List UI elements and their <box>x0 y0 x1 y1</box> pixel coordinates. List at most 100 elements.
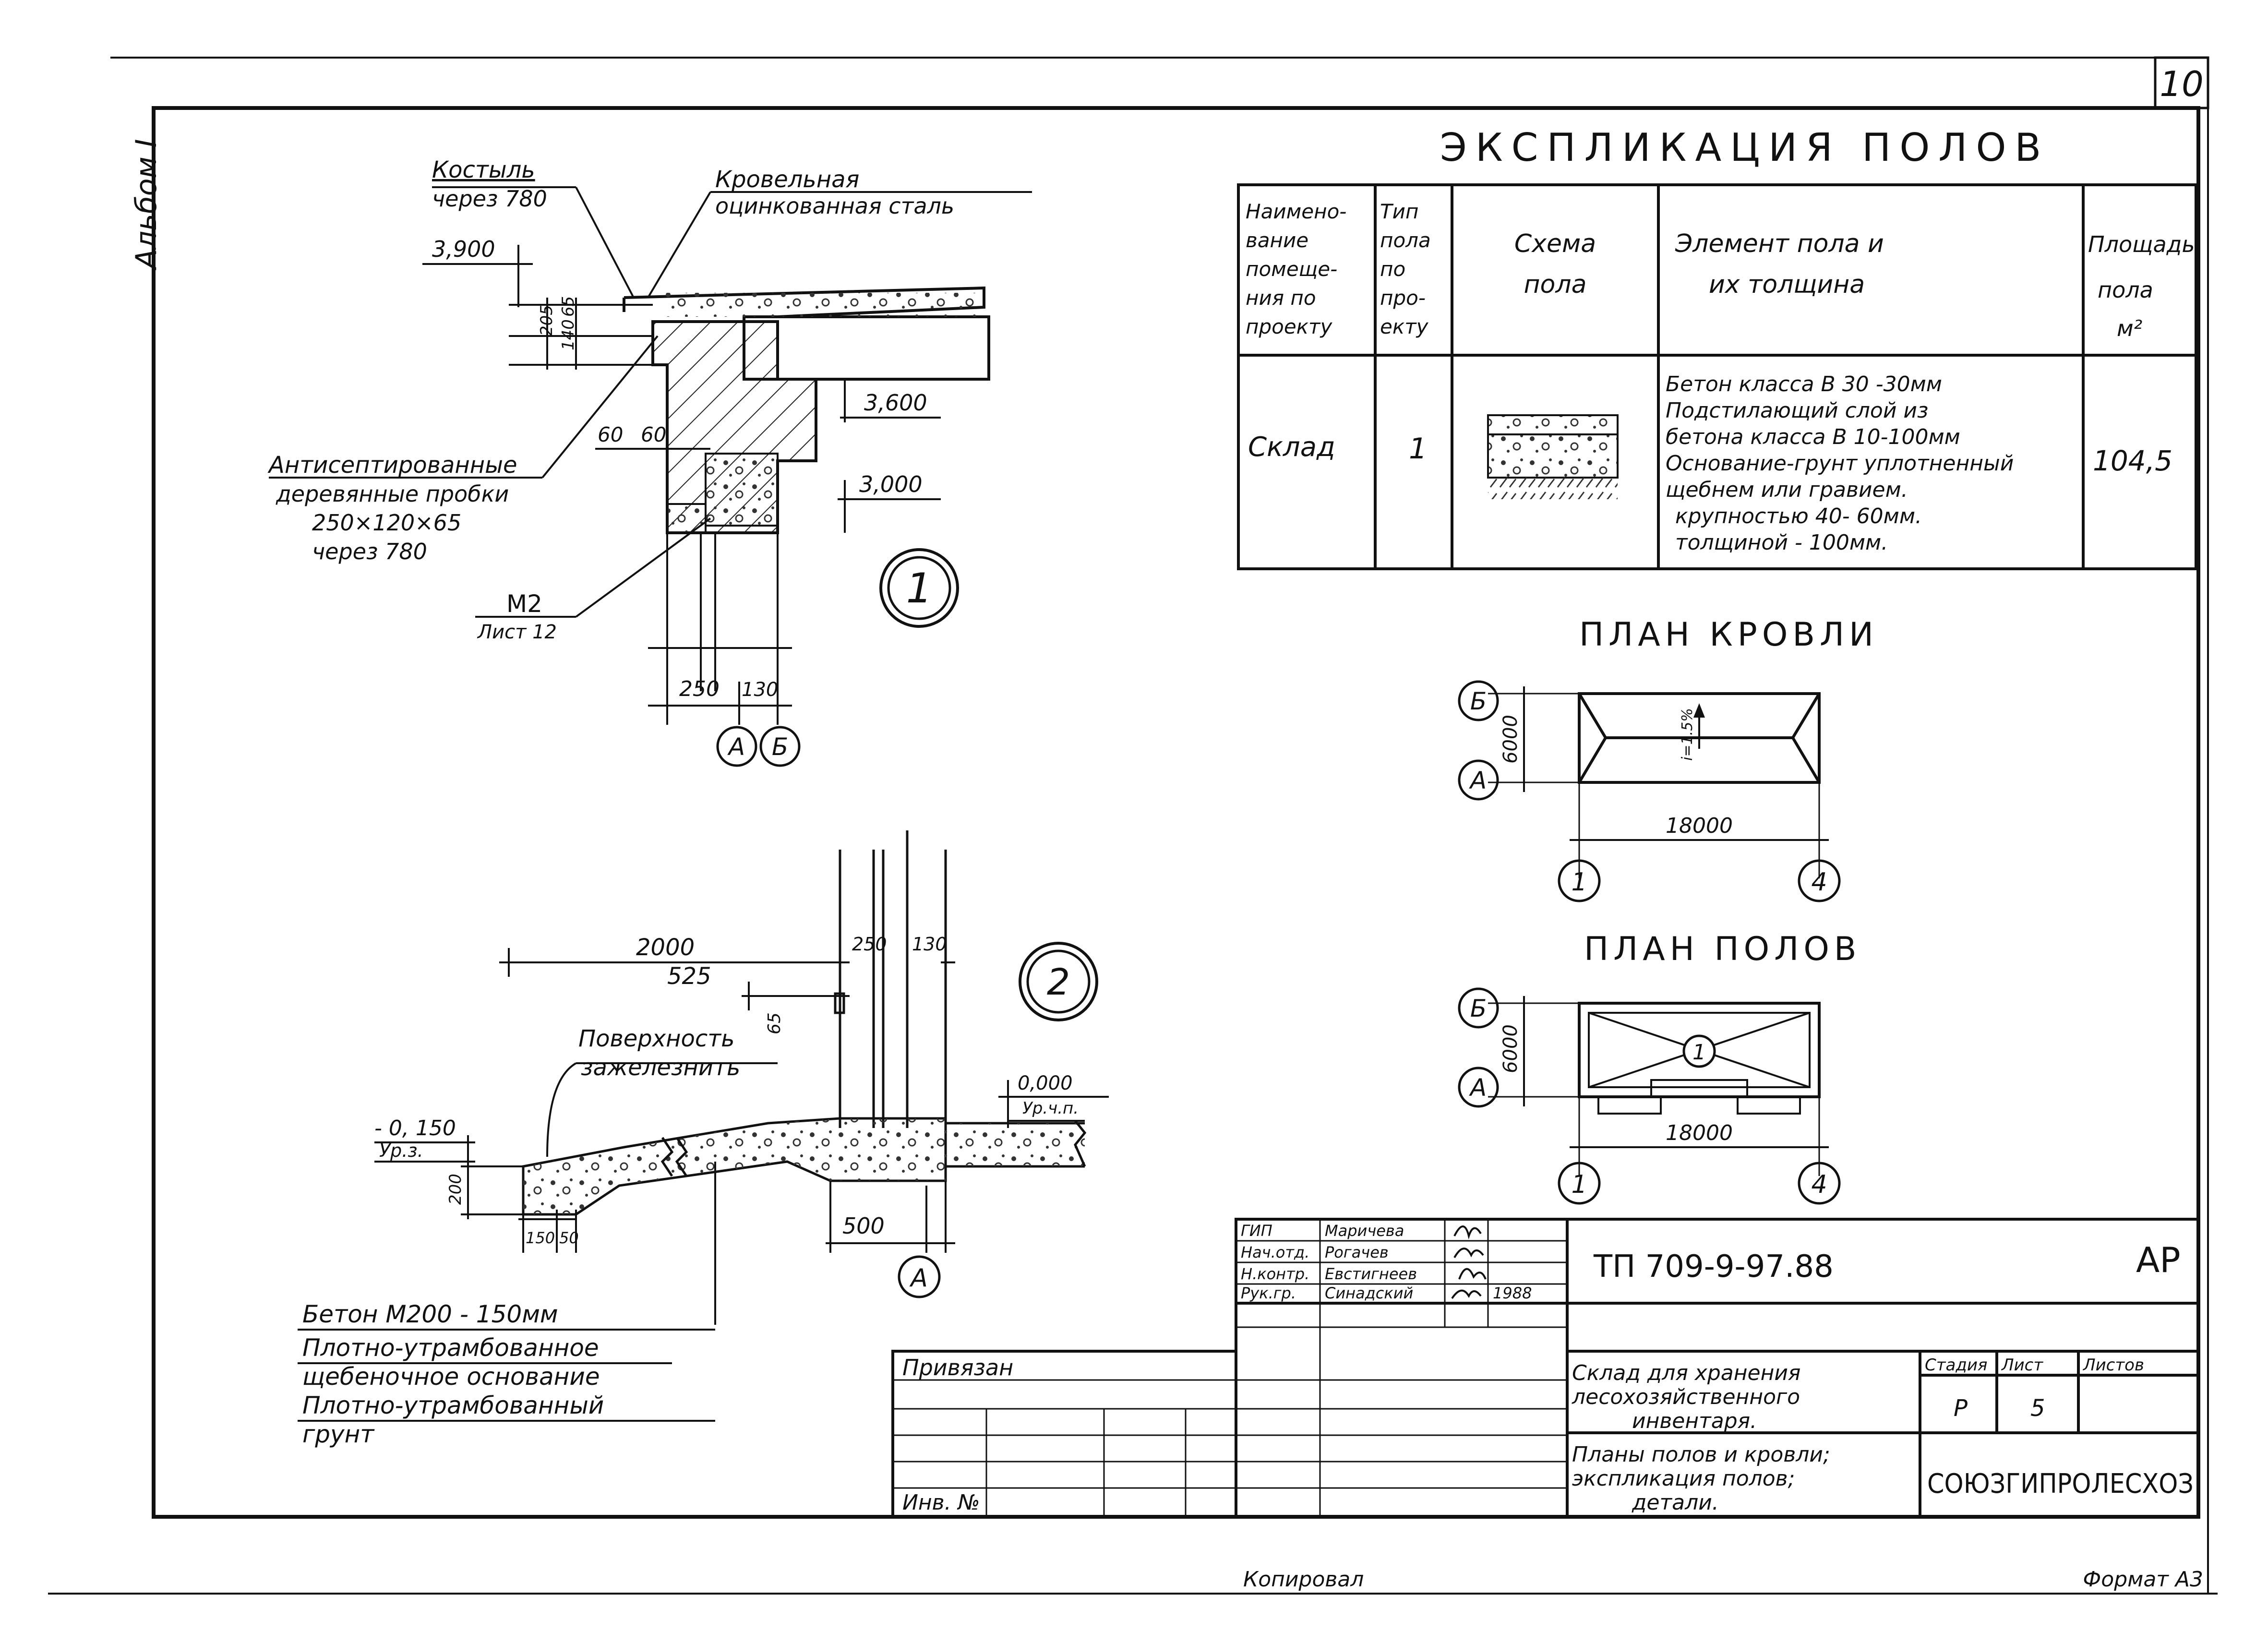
d2-dim-130: 130 <box>912 934 947 955</box>
element-line: щебнем или гравием. <box>1666 478 1908 502</box>
organization: СОЮЗГИПРОЛЕСХОЗ <box>1927 1468 2194 1500</box>
sheet-name: Планы полов и кровли; экспликация полов;… <box>1572 1442 1830 1515</box>
explication-grid <box>1237 183 2197 570</box>
header-room-line: помеще- <box>1246 257 1337 281</box>
d1-dim-65: 65 <box>559 296 578 317</box>
explication-section: ЭКСПЛИКАЦИЯ ПОЛОВ Наимено- вание помеще-… <box>1237 125 2197 570</box>
element-line: бетона класса В 10-100мм <box>1666 425 1960 449</box>
d2-dim-200: 200 <box>446 1174 465 1205</box>
d1-plugs-4: через 780 <box>312 539 427 564</box>
d2-dim-50: 50 <box>559 1229 579 1247</box>
d1-elev-3900: 3,900 <box>432 236 495 262</box>
element-line: крупностью 40- 60мм. <box>1675 504 1922 528</box>
role-label: Н.контр. <box>1241 1265 1309 1283</box>
role-label: ГИП <box>1241 1222 1272 1240</box>
floor-plan: ПЛАН ПОЛОВ 1 Б А 6000 18000 1 4 <box>1458 930 1861 1205</box>
d2-dim-250: 250 <box>852 934 887 955</box>
d1-dim-205: 205 <box>537 305 556 336</box>
floor-axis-b: Б <box>1470 995 1487 1022</box>
element-line: Основание-грунт уплотненный <box>1666 451 2014 476</box>
role-name: Маричева <box>1325 1222 1404 1240</box>
d1-plugs-3: 250×120×65 <box>312 510 461 536</box>
floor-axis-1: 1 <box>1571 1170 1587 1199</box>
roof-plan: ПЛАН КРОВЛИ Б А 6000 18000 i=1.5% 1 4 <box>1458 616 1873 902</box>
explication-header-element: Элемент пола и их толщина <box>1675 229 1884 299</box>
floor-dim-v: 6000 <box>1500 1024 1522 1073</box>
floor-scheme-icon <box>1487 414 1619 499</box>
project-name-line: Склад для хранения <box>1572 1361 1800 1385</box>
sheet-number: 10 <box>2160 64 2204 104</box>
floor-axis-4: 4 <box>1811 1170 1827 1199</box>
floor-plan-title: ПЛАН ПОЛОВ <box>1584 930 1861 968</box>
d2-dim-2000: 2000 <box>636 934 695 961</box>
row-type: 1 <box>1409 432 1427 466</box>
floor-type-marker: 1 <box>1692 1040 1706 1065</box>
detail-1: Костыль через 780 Кровельная оцинкованна… <box>267 156 1032 767</box>
header-room-line: проекту <box>1246 315 1332 338</box>
d1-axis-b: Б <box>772 733 788 761</box>
project-name: Склад для хранения лесохозяйственного ин… <box>1572 1361 1800 1433</box>
explication-header-type: Тип пола по про- екту <box>1380 200 1431 338</box>
roof-axis-b: Б <box>1470 687 1487 715</box>
header-type-line: екту <box>1380 315 1429 338</box>
sheet-value: 5 <box>2030 1395 2045 1422</box>
title-block-roles: ГИП Маричева Нач.отд. Рогачев Н.контр. Е… <box>1241 1222 1417 1302</box>
roof-axis-1: 1 <box>1571 868 1587 897</box>
role-label: Нач.отд. <box>1241 1243 1309 1261</box>
project-name-line: инвентаря. <box>1632 1409 1757 1433</box>
project-name-line: лесохозяйственного <box>1572 1385 1800 1409</box>
explication-header-room: Наимено- вание помеще- ния по проекту <box>1246 200 1346 338</box>
row-elements: Бетон класса В 30 -30мм Подстилающий сло… <box>1666 372 2014 555</box>
d2-surface-2: зажелезнить <box>581 1054 740 1081</box>
project-code: ТП 709-9-97.88 <box>1593 1249 1834 1284</box>
d2-dim-500: 500 <box>842 1213 885 1239</box>
d1-dim-250: 250 <box>679 677 720 701</box>
header-type-line: про- <box>1380 286 1426 310</box>
d1-axis-a: А <box>727 733 745 761</box>
header-type-line: Тип <box>1380 200 1418 223</box>
d1-roof-steel-1: Кровельная <box>715 166 859 193</box>
sheet-label: Лист <box>2001 1356 2043 1375</box>
header-type-line: по <box>1380 257 1405 281</box>
header-area-line: м² <box>2117 315 2142 341</box>
d2-layer-line: Плотно-утрамбованное <box>302 1334 599 1362</box>
header-type-line: пола <box>1380 228 1431 252</box>
d2-layers: Бетон М200 - 150мм Плотно-утрамбованное … <box>302 1300 604 1448</box>
d1-m2-sheet: Лист 12 <box>477 621 557 643</box>
bound-label: Привязан <box>902 1355 1013 1380</box>
d1-elev-3600: 3,600 <box>864 390 927 416</box>
stage-value: Р <box>1954 1395 1968 1422</box>
explication-header-scheme: Схема пола <box>1514 229 1596 299</box>
d2-axis-a: А <box>909 1264 928 1293</box>
copied-label: Копировал <box>1243 1567 1364 1592</box>
element-line: Подстилающий слой из <box>1666 398 1928 423</box>
album-label: Альбом I <box>130 139 163 271</box>
d2-layer-line: щебеночное основание <box>302 1363 600 1391</box>
element-line: Бетон класса В 30 -30мм <box>1666 372 1942 396</box>
header-scheme-line: пола <box>1524 270 1587 299</box>
signature-marks <box>1451 1225 1487 1299</box>
inv-label: Инв. № <box>902 1490 980 1515</box>
roof-axis-4: 4 <box>1811 868 1827 897</box>
detail-1-marker: 1 <box>906 564 933 612</box>
d1-kostyl-step: через 780 <box>432 186 547 212</box>
d2-dim-150: 150 <box>526 1229 555 1247</box>
header-room-line: вание <box>1246 228 1308 252</box>
sheet-name-line: Планы полов и кровли; <box>1572 1442 1830 1467</box>
doc-mark: АР <box>2136 1240 2181 1280</box>
stage-label: Стадия <box>1925 1356 1987 1375</box>
d2-layer-line: Плотно-утрамбованный <box>302 1392 604 1419</box>
header-room-line: Наимено- <box>1246 200 1346 223</box>
header-room-line: ния по <box>1246 286 1316 310</box>
role-name: Рогачев <box>1325 1243 1389 1261</box>
roof-dim-v: 6000 <box>1500 715 1522 764</box>
row-room: Склад <box>1248 432 1335 463</box>
header-element-line: их толщина <box>1709 270 1865 299</box>
floor-dim-h: 18000 <box>1666 1121 1733 1145</box>
sheets-label: Листов <box>2082 1356 2144 1375</box>
d1-dim-60a: 60 <box>598 423 623 446</box>
d2-layer-line: Бетон М200 - 150мм <box>302 1300 558 1328</box>
explication-title: ЭКСПЛИКАЦИЯ ПОЛОВ <box>1440 125 2050 170</box>
roof-dim-h: 18000 <box>1666 814 1733 838</box>
